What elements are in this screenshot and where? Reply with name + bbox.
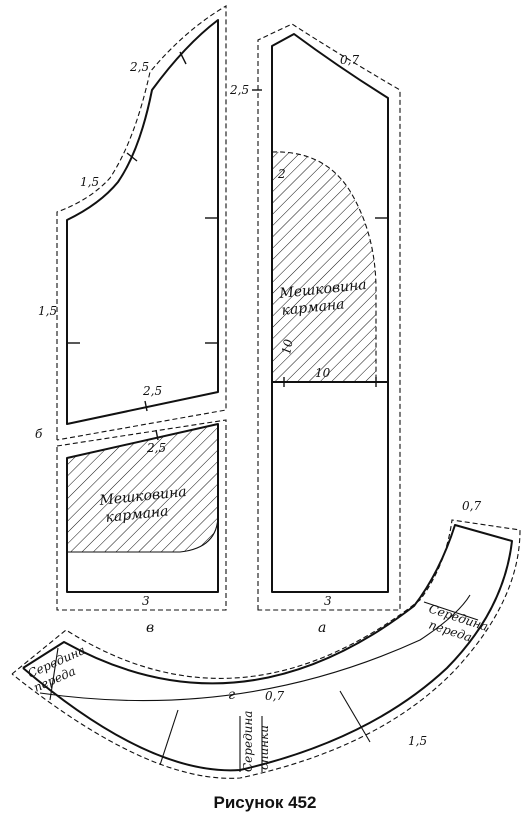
piece-a-outline	[271, 33, 389, 593]
label-v-25-top: 2,5	[129, 60, 149, 74]
piece-v-notch-1	[179, 51, 187, 65]
piece-a-pocket-hatch	[272, 151, 376, 382]
piece-a-allowance	[257, 23, 401, 611]
label-v-15-side: 1,5	[38, 304, 57, 318]
label-a-3: 3	[324, 594, 332, 608]
label-belt-center-1: Середина	[241, 711, 255, 772]
piece-v-notch-7	[155, 429, 159, 441]
piece-v-pocket-hatch	[67, 424, 218, 552]
piece-v-allowance-lower	[56, 419, 227, 611]
label-a-2: 2	[277, 167, 286, 181]
label-belt-15: 1,5	[408, 734, 427, 748]
label-a-25: 2,5	[229, 83, 249, 97]
label-belt-07-center: 0,7	[265, 689, 284, 703]
figure-caption: Рисунок 452	[214, 793, 317, 812]
label-a-10-side: 10	[279, 338, 296, 356]
piece-g-allowance	[11, 519, 521, 779]
label-a-pocket-2: кармана	[281, 296, 346, 319]
label-a-letter: а	[318, 620, 326, 636]
piece-a: 0,7 2,5 2 Мешковина кармана 10 10 3 а	[229, 23, 401, 636]
piece-v-pocket-edge	[67, 514, 219, 553]
label-belt-07-right: 0,7	[462, 499, 481, 513]
label-v-3: 3	[142, 594, 150, 608]
piece-g-divider-1	[159, 709, 179, 766]
label-belt-g: г	[228, 687, 235, 703]
piece-v-notch-6	[144, 400, 148, 412]
label-v-25-lower: 2,5	[146, 441, 166, 455]
label-v-25-bottom: 2,5	[142, 384, 162, 398]
piece-g-divider-left	[49, 647, 59, 701]
piece-g-divider-2	[339, 690, 371, 743]
piece-v-notch-2	[126, 152, 138, 162]
label-v-b: б	[35, 427, 43, 441]
piece-v: 2,5 1,5 1,5 2,5 2,5 б Мешковина кармана …	[35, 5, 227, 636]
piece-a-pocket-edge	[271, 151, 377, 382]
label-a-07: 0,7	[340, 53, 359, 67]
label-v-pocket-2: кармана	[105, 503, 170, 526]
piece-g-inner-line	[39, 594, 471, 702]
piece-v-upper	[66, 19, 219, 425]
piece-v-allowance-upper	[56, 5, 227, 441]
label-v-letter: в	[146, 620, 154, 636]
label-a-10-bottom: 10	[315, 366, 331, 380]
piece-g-divider-right	[423, 601, 479, 621]
piece-g-outline	[22, 524, 513, 772]
label-v-15-curve: 1,5	[80, 175, 99, 189]
label-belt-center-2: спинки	[257, 725, 271, 770]
